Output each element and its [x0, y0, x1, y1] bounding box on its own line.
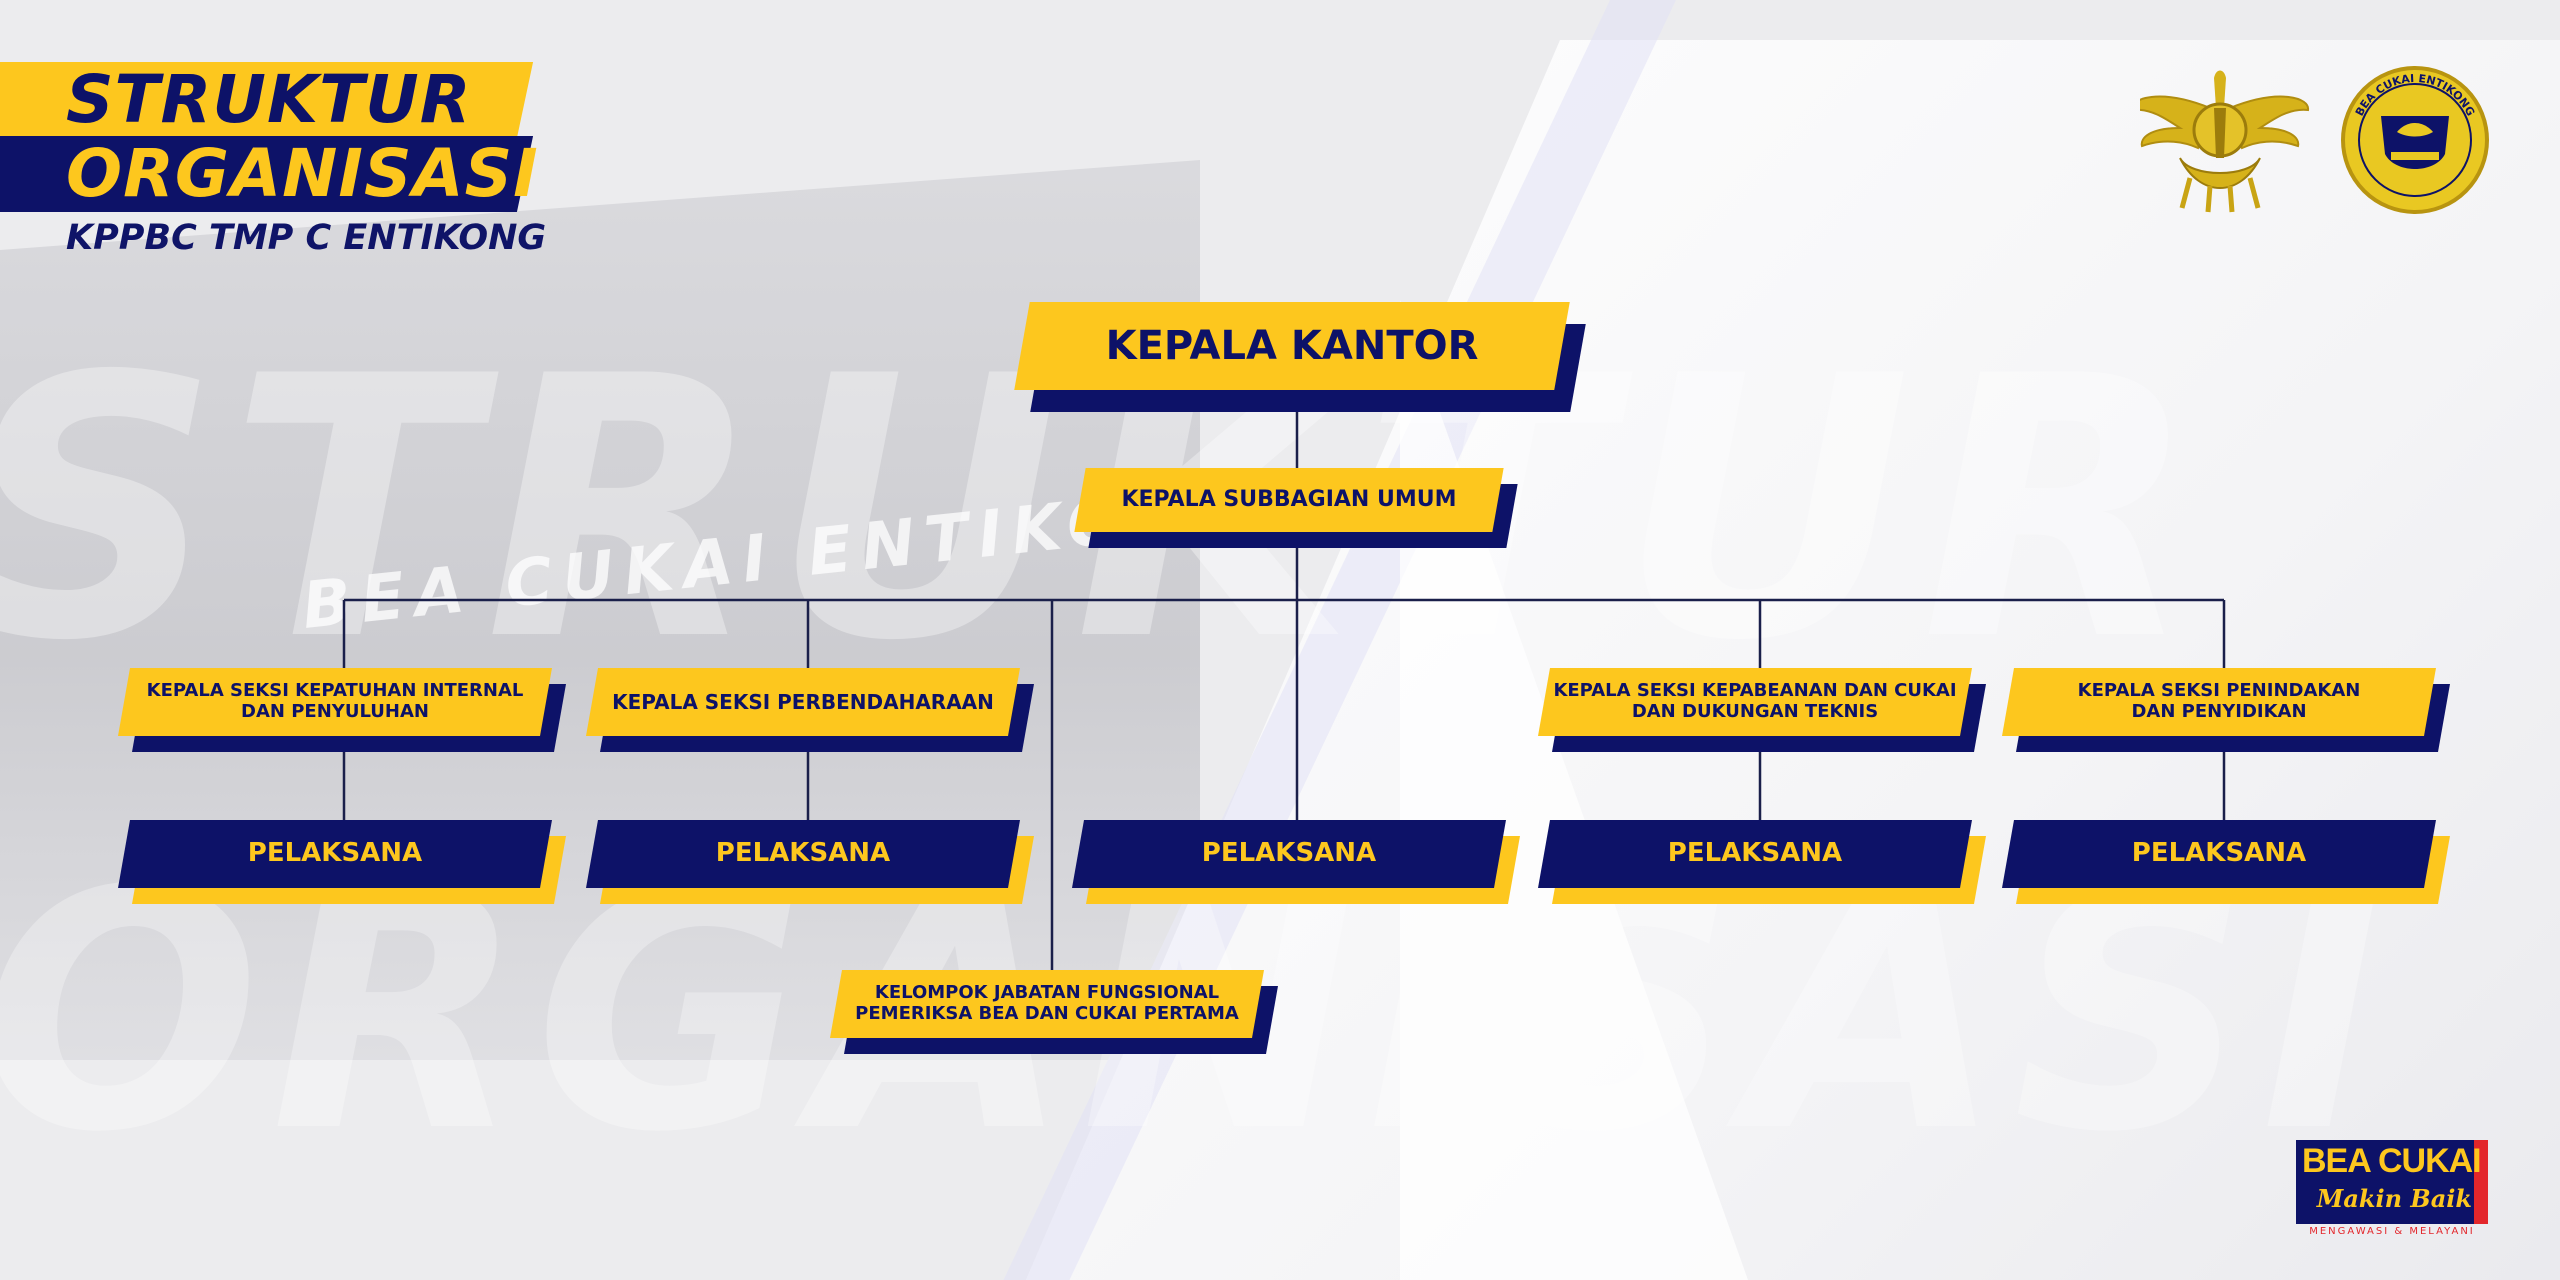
box-kepala-subbagian-umum: KEPALA SUBBAGIAN UMUM	[1074, 468, 1518, 548]
box-pelaksana-center: PELAKSANA	[1072, 820, 1520, 904]
footer-brand-text: BEA CUKAI	[2302, 1142, 2482, 1180]
footer-logo-navy-block	[2296, 1140, 2474, 1224]
box-pelaksana-4: PELAKSANA	[2002, 820, 2450, 904]
footer-motto-text: MENGAWASI & MELAYANI	[2309, 1226, 2475, 1237]
box-pelaksana-2: PELAKSANA	[586, 820, 1034, 904]
bg-building-area	[0, 160, 1200, 1060]
label-seksi-penindakan: KEPALA SEKSI PENINDAKAN DAN PENYIDIKAN	[2077, 680, 2361, 722]
box-pelaksana-1: PELAKSANA	[118, 820, 566, 904]
label-kelompok-jabatan-fungsional: KELOMPOK JABATAN FUNGSIONAL PEMERIKSA BE…	[855, 982, 1239, 1024]
page-subtitle: KPPBC TMP C ENTIKONG	[66, 218, 547, 258]
label-pelaksana-2: PELAKSANA	[715, 838, 891, 869]
box-kepala-kantor: KEPALA KANTOR	[1014, 302, 1586, 412]
label-kepala-kantor: KEPALA KANTOR	[1105, 323, 1479, 369]
label-seksi-kepatuhan-internal: KEPALA SEKSI KEPATUHAN INTERNAL DAN PENY…	[146, 680, 524, 722]
bea-cukai-entikong-badge-icon: BEA CUKAI ENTIKONG	[2341, 66, 2489, 214]
box-seksi-kepatuhan-internal: KEPALA SEKSI KEPATUHAN INTERNAL DAN PENY…	[118, 668, 566, 752]
logos: BEA CUKAI ENTIKONG	[2140, 66, 2489, 214]
box-seksi-perbendaharaan: KEPALA SEKSI PERBENDAHARAAN	[586, 668, 1034, 752]
label-kepala-subbagian-umum: KEPALA SUBBAGIAN UMUM	[1121, 487, 1457, 513]
label-pelaksana-4: PELAKSANA	[2131, 838, 2307, 869]
label-pelaksana-1: PELAKSANA	[247, 838, 423, 869]
title-line-2: ORGANISASI	[66, 135, 539, 212]
label-seksi-perbendaharaan: KEPALA SEKSI PERBENDAHARAAN	[612, 689, 994, 714]
label-pelaksana-3: PELAKSANA	[1667, 838, 1843, 869]
box-pelaksana-3: PELAKSANA	[1538, 820, 1986, 904]
bea-cukai-makin-baik-logo: BEA CUKAI Makin Baik MENGAWASI & MELAYAN…	[2296, 1140, 2488, 1240]
footer-logo-red-block	[2474, 1140, 2488, 1224]
label-pelaksana-center: PELAKSANA	[1201, 838, 1377, 869]
box-seksi-penindakan: KEPALA SEKSI PENINDAKAN DAN PENYIDIKAN	[2002, 668, 2450, 752]
footer-tagline-text: Makin Baik	[2316, 1184, 2472, 1213]
box-seksi-kepabeanan-cukai: KEPALA SEKSI KEPABEANAN DAN CUKAI DAN DU…	[1538, 668, 1986, 752]
box-kelompok-jabatan-fungsional: KELOMPOK JABATAN FUNGSIONAL PEMERIKSA BE…	[830, 970, 1278, 1054]
label-seksi-kepabeanan-cukai: KEPALA SEKSI KEPABEANAN DAN CUKAI DAN DU…	[1553, 680, 1957, 722]
customs-garuda-emblem-icon	[2140, 70, 2310, 213]
title-line-1: STRUKTUR	[66, 61, 472, 138]
